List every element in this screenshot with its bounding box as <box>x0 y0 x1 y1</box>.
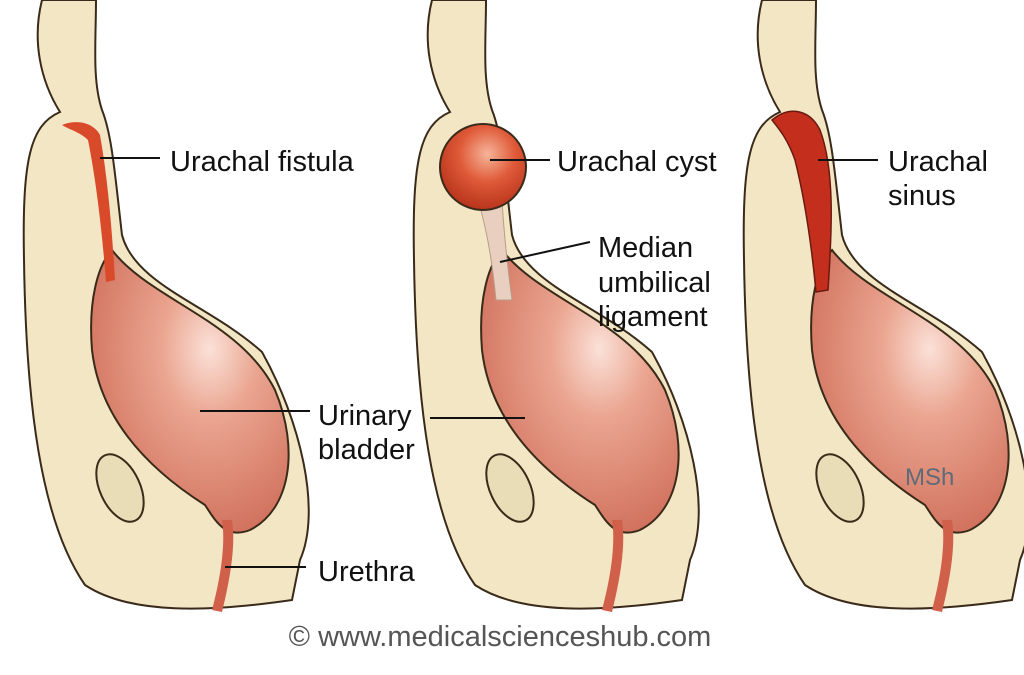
label-median: Median <box>598 232 694 264</box>
label-urachal-fistula: Urachal fistula <box>170 146 354 178</box>
label-bladder: bladder <box>318 434 415 466</box>
label-urethra: Urethra <box>318 556 415 588</box>
label-urachal-cyst: Urachal cyst <box>557 146 717 178</box>
label-urinary: Urinary <box>318 400 412 432</box>
label-urachal: Urachal <box>888 146 988 178</box>
label-ligament: ligament <box>598 301 708 333</box>
signature: MSh <box>905 464 955 491</box>
copyright-footer: © www.medicalscienceshub.com <box>288 621 712 653</box>
label-sinus: sinus <box>888 180 956 212</box>
label-umbilical: umbilical <box>598 267 711 299</box>
panel-urachal-sinus <box>742 0 1024 613</box>
leader-lines <box>100 157 878 568</box>
panel-urachal-fistula <box>22 0 310 613</box>
panel-urachal-cyst <box>412 0 700 613</box>
